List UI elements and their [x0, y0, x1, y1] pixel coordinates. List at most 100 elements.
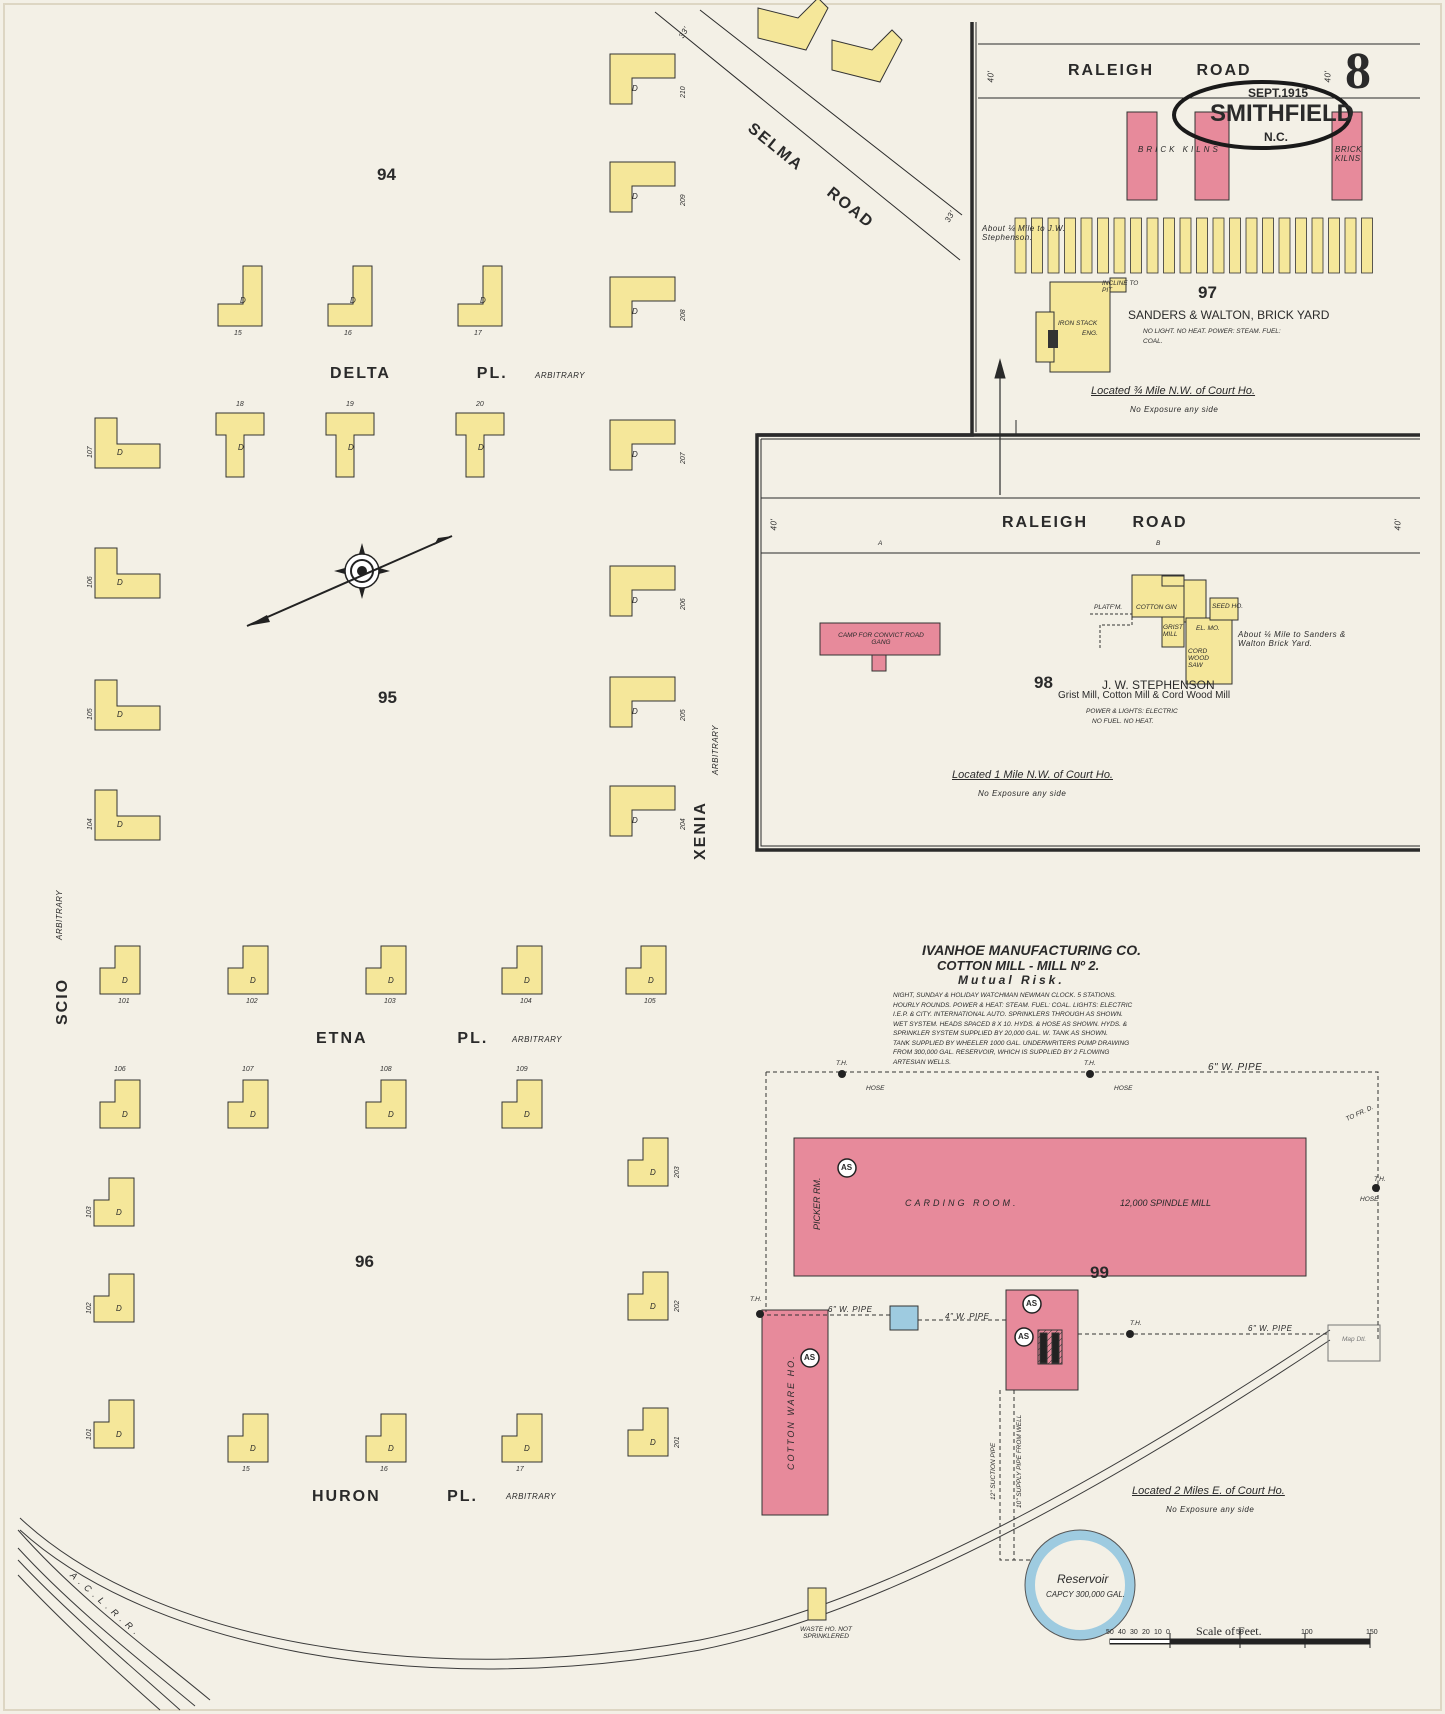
dwelling	[609, 53, 676, 105]
carding-room-label: CARDING ROOM.	[905, 1198, 1019, 1208]
ivanhoe-description-line: NIGHT, SUNDAY & HOLIDAY WATCHMAN NEWMAN …	[893, 992, 1117, 999]
frame-dwellings	[93, 0, 903, 1463]
dwelling	[94, 547, 161, 599]
th-4: T.H.	[750, 1296, 762, 1303]
pipe-label-4: 4" W. PIPE	[945, 1312, 990, 1321]
sheet-number: 8	[1345, 43, 1371, 100]
lot-number: 15	[242, 1466, 250, 1473]
lot-number: 208	[680, 309, 687, 321]
stephenson-exposure: No Exposure any side	[978, 789, 1067, 798]
compass-rose	[246, 535, 453, 627]
dwelling	[627, 1271, 669, 1321]
dwelling	[501, 1413, 543, 1463]
lot-number: 15	[234, 330, 242, 337]
dwelling-mark: D	[250, 976, 256, 985]
lot-number: 102	[86, 1302, 93, 1314]
lot-number: 104	[87, 818, 94, 830]
lot-b: B	[1156, 540, 1161, 547]
brickyard-distance: About ¼ Mile to J.W. Stephenson.	[982, 224, 1066, 242]
stack-label: IRON STACK	[1058, 320, 1098, 327]
drying-shed	[1163, 217, 1175, 274]
drying-shed	[1311, 217, 1324, 274]
lot-number: 104	[520, 998, 532, 1005]
hydrants	[756, 1070, 1380, 1338]
dwelling-mark: D	[632, 450, 638, 459]
seed-house-label: SEED HO.	[1212, 603, 1244, 610]
lot-number: 16	[344, 330, 352, 337]
dwelling-mark: D	[116, 1208, 122, 1217]
hose-2: HOSE	[1114, 1085, 1133, 1092]
block-99: 99	[1090, 1263, 1109, 1282]
dwelling-mark: D	[116, 1304, 122, 1313]
ivanhoe-description-line: FROM 300,000 GAL. RESERVOIR, WHICH IS SU…	[893, 1049, 1110, 1056]
lot-number: 204	[680, 818, 687, 830]
drying-shed	[1229, 217, 1241, 274]
pipe-label-left: 6" W. PIPE	[828, 1305, 873, 1314]
convict-camp-label: CAMP FOR CONVICT ROAD GANG	[838, 632, 924, 646]
stephenson-platform	[1090, 613, 1133, 650]
raleigh-road-top: RALEIGH ROAD	[1068, 62, 1252, 79]
scale-tick: 20	[1142, 1629, 1150, 1636]
dwelling	[93, 1273, 135, 1323]
drying-shed	[1196, 217, 1208, 274]
as-marker-4: AS	[804, 1353, 816, 1362]
lot-number: 19	[346, 401, 354, 408]
ivanhoe-located: Located 2 Miles E. of Court Ho.	[1132, 1485, 1285, 1497]
ivanhoe-description-line: ARTESIAN WELLS.	[893, 1058, 952, 1066]
lot-number: 16	[380, 1466, 388, 1473]
cord-saw-label: CORD WOOD SAW	[1188, 648, 1209, 669]
ivanhoe-name: IVANHOE MANUFACTURING CO.	[922, 942, 1142, 958]
dwelling	[609, 276, 676, 328]
scio-note: ARBITRARY	[55, 890, 64, 940]
dwelling	[609, 785, 676, 837]
hose-3: HOSE	[1360, 1196, 1379, 1203]
dwelling	[94, 789, 161, 841]
dwelling-mark: D	[632, 84, 638, 93]
dwelling-mark: D	[250, 1444, 256, 1453]
dwelling	[215, 412, 265, 478]
raleigh-road-mid: RALEIGH ROAD	[1002, 514, 1188, 531]
dwelling-mark: D	[116, 1430, 122, 1439]
brickyard-info: NO LIGHT. NO HEAT. POWER: STEAM. FUEL: C…	[1143, 328, 1281, 345]
dwelling	[625, 945, 667, 995]
dwelling-mark: D	[117, 820, 123, 829]
suction-pipe-label: 12" SUCTION PIPE	[990, 1442, 997, 1500]
lot-number: 203	[674, 1166, 681, 1178]
dwelling	[99, 945, 141, 995]
lot-number: 107	[87, 446, 94, 458]
ivanhoe-description-line: SPRINKLER SYSTEM SUPPLIED BY 20,000 GAL.…	[893, 1030, 1108, 1037]
scale-tick: 0	[1166, 1629, 1170, 1636]
road-width-1: 40'	[986, 70, 996, 83]
ivanhoe-sub: COTTON MILL - MILL Nº 2.	[937, 958, 1100, 973]
hose-1: HOSE	[866, 1085, 885, 1092]
state-name: N.C.	[1264, 130, 1288, 144]
elmo-label: EL. MO.	[1196, 625, 1220, 632]
dwelling	[609, 676, 676, 728]
brickyard-located: Located ¾ Mile N.W. of Court Ho.	[1091, 385, 1256, 397]
scale-tick: 50	[1106, 1629, 1114, 1636]
scale-tick: 40	[1118, 1629, 1126, 1636]
huron-place: HURON PL.	[312, 1488, 478, 1505]
dwelling-mark: D	[650, 1302, 656, 1311]
dwelling	[217, 265, 263, 327]
lot-number: 201	[674, 1436, 681, 1448]
lot-number: 109	[516, 1066, 528, 1073]
dwelling	[627, 1137, 669, 1187]
etna-place: ETNA PL.	[316, 1030, 489, 1047]
lot-number: 206	[680, 598, 687, 610]
stephenson-sub: Grist Mill, Cotton Mill & Cord Wood Mill	[1058, 690, 1231, 701]
dwelling-mark: D	[117, 578, 123, 587]
reservoir	[1024, 1529, 1136, 1641]
brickyard-exposure: No Exposure any side	[1130, 405, 1219, 414]
delta-note: ARBITRARY	[535, 371, 585, 380]
dwelling-mark: D	[650, 1168, 656, 1177]
ivanhoe-description-line: WET SYSTEM. HEADS SPACED 8 X 10. HYDS. &…	[893, 1020, 1128, 1028]
lot-number: 207	[680, 452, 687, 464]
supply-pipe-label: 10" SUPPLY PIPE FROM WELL	[1016, 1414, 1023, 1508]
map-stamp: Map Dtl.	[1342, 1336, 1367, 1343]
ivanhoe-risk: Mutual Risk.	[958, 973, 1065, 987]
dwelling	[457, 265, 503, 327]
dwelling	[94, 679, 161, 731]
drying-shed	[1097, 217, 1109, 274]
